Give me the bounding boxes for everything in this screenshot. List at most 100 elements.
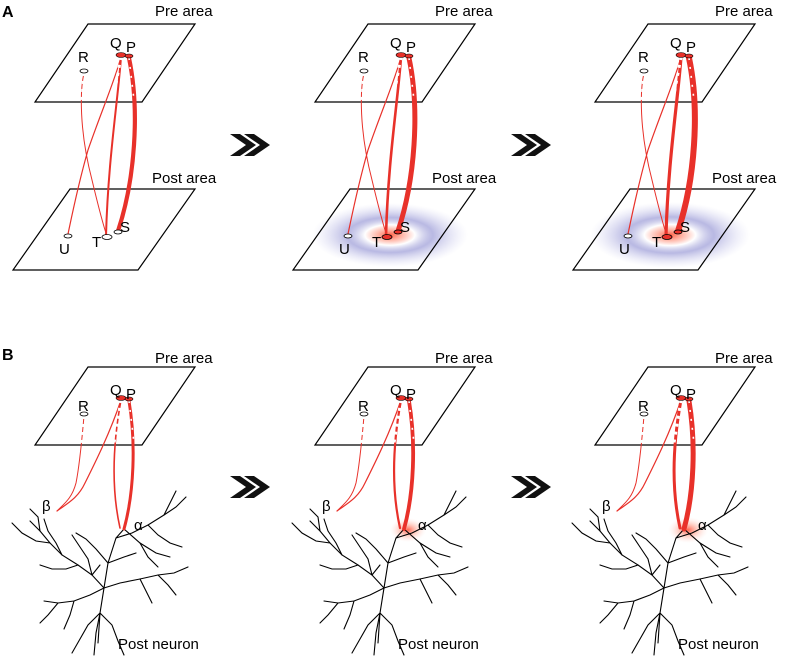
label-s: S: [120, 219, 130, 236]
dendrite-branch: [427, 524, 463, 548]
pre-area-plane: [593, 23, 757, 103]
pre-area-plane: [33, 23, 197, 103]
dendrite-branch: [383, 566, 469, 589]
connection-r-beta: [336, 415, 365, 512]
label-u: U: [59, 241, 70, 258]
dendrite-branch: [91, 564, 101, 576]
label-r: R: [638, 398, 649, 415]
dendrite-branch: [667, 552, 697, 564]
dendrite-branch: [63, 600, 75, 630]
neuron-q: [675, 52, 687, 58]
label-t: T: [92, 234, 101, 251]
label-t: T: [652, 234, 661, 251]
label-u: U: [619, 241, 630, 258]
dendrite-branch: [635, 532, 669, 564]
dendrite-branch: [147, 524, 183, 548]
neuron-s: [393, 229, 403, 235]
post-neuron-label: Post neuron: [118, 636, 199, 653]
pre-area-label: Pre area: [435, 350, 493, 367]
dendrite-branch: [139, 542, 159, 568]
panel-a-stage-3: Pre area Post area R Q P U T S: [571, 3, 777, 271]
double-chevron-right-icon: [230, 134, 270, 156]
pre-area-label: Pre area: [155, 3, 213, 20]
dendrite-branch: [589, 508, 601, 532]
neuron-t: [661, 234, 673, 240]
panel-b-stage-3: Pre area R Q P β α Post neuron: [571, 350, 773, 656]
connection-q-alpha: [672, 398, 683, 530]
connections: [56, 399, 135, 531]
label-q: Q: [390, 382, 402, 399]
panel-b-label: B: [2, 347, 14, 364]
dendrite-branch: [631, 534, 653, 576]
dendrite-branch: [139, 578, 153, 604]
connection-q-beta: [616, 399, 682, 512]
dendrite-branch: [39, 602, 59, 624]
pre-area-plane: [313, 366, 477, 446]
dendrite-branch: [355, 532, 389, 564]
dendrite-branch: [571, 522, 611, 544]
dendrite-branch: [319, 602, 339, 624]
connection-p-s: [115, 55, 137, 234]
neuron-s: [673, 229, 683, 235]
dendrite-branch: [97, 528, 125, 644]
connection-q-alpha: [392, 398, 403, 530]
dendrite-branch: [379, 612, 405, 656]
panel-a-stage-2: Pre area Post area R Q P U T S: [291, 3, 497, 271]
neuron-p: [124, 396, 134, 402]
connection-p-s: [395, 55, 418, 234]
dendrite-branch: [323, 518, 343, 556]
dendrite-branch: [29, 520, 105, 589]
dendrite-branch: [157, 574, 177, 596]
connection-q-alpha: [113, 399, 122, 529]
dendrite-branch: [717, 574, 737, 596]
dendrite-branch: [599, 564, 639, 570]
pre-area-label: Pre area: [435, 3, 493, 20]
dendrite-branch: [29, 508, 41, 532]
dendrite-branch: [387, 552, 417, 564]
label-alpha: α: [134, 517, 143, 534]
dendrite-branch: [71, 612, 101, 654]
dendrite-branch: [99, 612, 125, 656]
neuron-u: [623, 233, 633, 239]
label-s: S: [680, 219, 690, 236]
dendrite-branch: [443, 490, 457, 516]
dendrite-branch: [653, 612, 661, 656]
neuron-t: [381, 234, 393, 240]
dendrite-branch: [75, 532, 109, 564]
dendrite-branch: [107, 552, 137, 564]
dendrite-branch: [419, 542, 439, 568]
double-chevron-right-icon: [511, 476, 551, 498]
post-area-label: Post area: [152, 170, 217, 187]
connection-q-u: [67, 56, 122, 235]
label-q: Q: [390, 35, 402, 52]
label-r: R: [358, 49, 369, 66]
post-area-plane: [11, 188, 197, 271]
neuron-p: [684, 53, 694, 59]
neuron-r: [639, 68, 649, 74]
label-p: P: [686, 39, 696, 56]
dendrite-branch: [291, 522, 331, 544]
label-p: P: [686, 386, 696, 403]
dendrite-branch: [419, 578, 433, 604]
post-neuron-dendrites: [11, 490, 189, 656]
label-p: P: [406, 39, 416, 56]
dendrite-branch: [43, 518, 63, 556]
connection-q-t: [384, 55, 403, 238]
pre-area-plane: [313, 23, 477, 103]
post-area-label: Post area: [712, 170, 777, 187]
dendrite-branch: [163, 490, 177, 516]
post-area-plane: [291, 188, 477, 271]
dendrite-branch: [437, 574, 457, 596]
connection-q-u: [627, 56, 682, 235]
neuron-r: [79, 411, 89, 417]
dendrite-branch: [371, 564, 381, 576]
panel-b-stage-1: Pre area R Q P β α Post neuron: [11, 350, 213, 656]
dendrite-branch: [623, 600, 635, 630]
neuron-s: [113, 229, 123, 235]
label-p: P: [406, 386, 416, 403]
connections: [336, 398, 416, 531]
dendrite-branch: [343, 600, 355, 630]
dendrite-branch: [699, 578, 713, 604]
dendrite-branch: [39, 564, 79, 570]
dendrite-branch: [319, 564, 359, 570]
